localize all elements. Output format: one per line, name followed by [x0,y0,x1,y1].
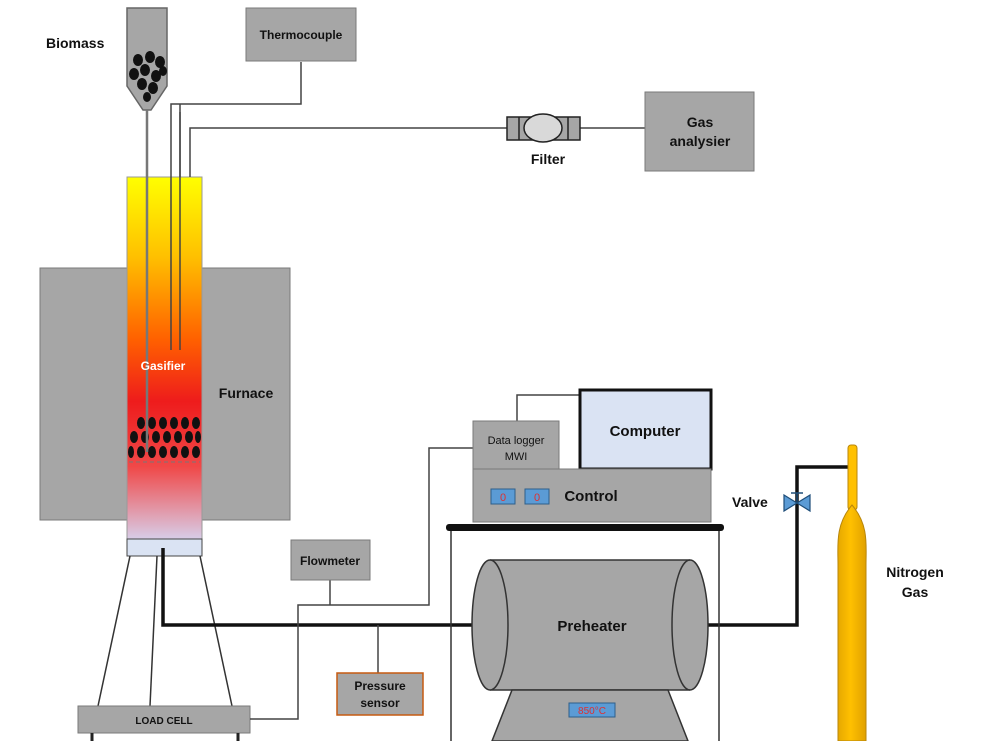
data-logger-label-1: Data logger [488,435,545,447]
preheater-display-value: 850°C [578,706,606,717]
gas-line [189,127,645,177]
biomass-hopper [126,7,168,111]
thermocouple-label: Thermocouple [260,28,343,42]
data-logger-box [472,420,560,470]
biomass-particles [129,51,167,102]
nitrogen-label-2: Gas [902,584,929,600]
pressure-sensor-box [336,672,424,716]
gas-analyser-box [644,91,755,172]
inlet-gas-line [161,465,851,627]
data-logger-label-2: MWI [505,451,528,463]
table-top [446,524,724,531]
gas-analyser-label-1: Gas [687,114,714,130]
pressure-sensor-label-2: sensor [360,696,400,710]
signal-lines [250,394,580,720]
gas-analyser-label-2: analysier [670,133,731,149]
gasifier-tube [126,176,203,540]
computer-label: Computer [610,423,681,440]
flowmeter-label: Flowmeter [300,554,360,568]
filter-label: Filter [531,151,566,167]
thermocouple-box [245,7,357,62]
furnace-label: Furnace [219,385,274,401]
control-display-2-value: 0 [534,492,540,504]
gasifier-label: Gasifier [141,359,186,373]
control-display-1 [490,488,516,505]
control-display-1-value: 0 [500,492,506,504]
bed-particles [128,417,201,458]
control-display-2 [524,488,550,505]
support-legs [97,555,233,707]
nitrogen-cylinder [837,444,867,741]
biomass-label: Biomass [46,35,105,51]
preheater [471,559,709,741]
flowmeter-box [290,539,371,581]
load-cell-label: LOAD CELL [135,716,192,727]
valve-label: Valve [732,494,768,510]
control-label: Control [564,488,617,505]
preheater-label: Preheater [557,618,626,635]
preheater-display [568,702,616,718]
valve-icon [783,492,811,513]
pressure-sensor-label-1: Pressure [354,679,406,693]
filter [506,113,581,143]
nitrogen-label-1: Nitrogen [886,564,944,580]
